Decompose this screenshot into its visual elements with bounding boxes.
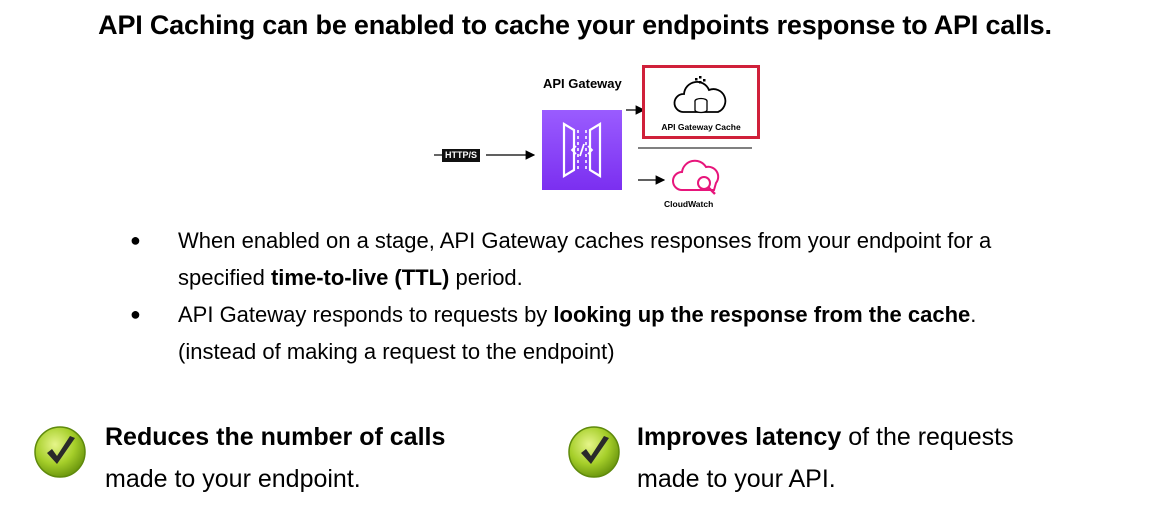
gateway-label: API Gateway (543, 76, 622, 91)
api-gateway-icon (542, 110, 622, 190)
bullet-text: When enabled on a stage, API Gateway cac… (178, 228, 992, 290)
cache-icon (673, 76, 727, 114)
slide-title: API Caching can be enabled to cache your… (98, 10, 1052, 40)
benefit-rest-text: made to your endpoint. (105, 465, 361, 493)
http-badge: HTTP/S (442, 149, 481, 162)
benefit-bold-text: Improves latency (637, 423, 842, 451)
benefit-text: Reduces the number of calls made to your… (105, 416, 445, 500)
benefit-rest-text: made to your API. (637, 465, 836, 493)
cache-highlight: API Gateway Cache (642, 65, 760, 139)
cloudwatch-label: CloudWatch (664, 199, 714, 209)
bullet-text: API Gateway responds to requests by (178, 302, 554, 327)
benefit-inline-text: of the requests (841, 423, 1014, 451)
bullet-item: ● API Gateway responds to requests by lo… (130, 296, 1030, 370)
cloudwatch-icon (672, 159, 720, 195)
bullet-bold-text: time-to-live (TTL) (270, 265, 450, 290)
cache-label: API Gateway Cache (661, 122, 741, 132)
benefit-text: Improves latency of the requests made to… (637, 416, 1014, 500)
benefit-bold-text: Reduces the number of calls (105, 423, 446, 451)
bullet-dot: ● (130, 230, 141, 250)
checkmark-icon (34, 426, 86, 478)
architecture-diagram: API Gateway HTTP/S API Gateway Cache Clo… (430, 62, 770, 212)
bullet-text-end: period. (449, 265, 523, 290)
benefit-improves-latency: Improves latency of the requests made to… (566, 416, 1126, 506)
bullet-text-end: . (instead of making a request to the en… (178, 302, 977, 364)
bullet-item: ● When enabled on a stage, API Gateway c… (130, 222, 1030, 296)
diagram-connectors (434, 105, 752, 195)
bullet-dot: ● (130, 304, 141, 324)
bullet-list: ● When enabled on a stage, API Gateway c… (130, 222, 1030, 370)
checkmark-icon (568, 426, 620, 478)
benefit-reduces-calls: Reduces the number of calls made to your… (32, 416, 532, 506)
bullet-bold-text: looking up the response from the cache (553, 302, 971, 327)
